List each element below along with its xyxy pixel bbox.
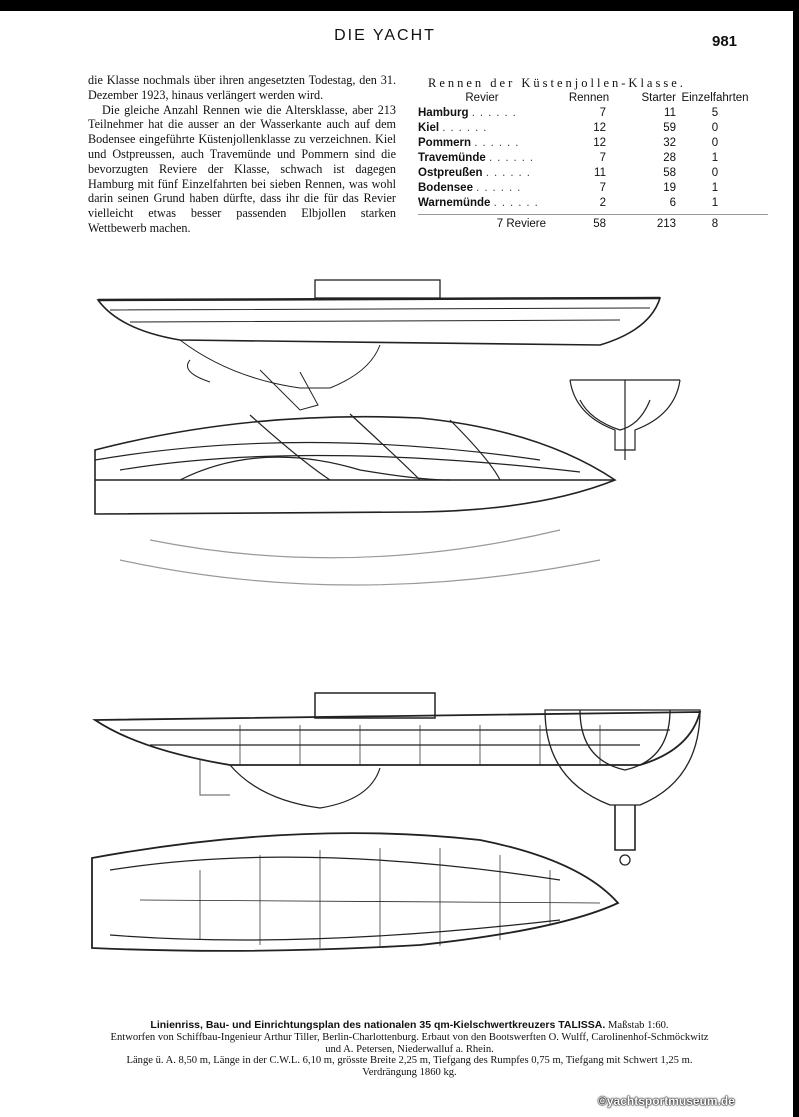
watermark: ©yachtsportmuseum.de — [598, 1094, 735, 1108]
cell-starter: 19 — [663, 182, 676, 194]
table-row: Hamburg ...... 7 11 5 — [418, 106, 768, 121]
cell-revier: Travemünde ...... — [418, 152, 539, 164]
sheer-profile-drawing — [96, 279, 662, 411]
scan-border-right — [793, 0, 799, 1117]
cell-einzelfahrten: 1 — [711, 152, 719, 164]
table-row: Warnemünde ...... 2 6 1 — [418, 196, 768, 211]
cell-starter: 59 — [663, 122, 676, 134]
cell-einzelfahrten: 1 — [711, 197, 719, 209]
header-cell: Revier — [465, 92, 499, 104]
table-total-row: 7 Reviere 58 213 8 — [418, 214, 768, 232]
caption-line: Länge ü. A. 8,50 m, Länge in der C.W.L. … — [126, 1055, 693, 1067]
cell-starter: 11 — [664, 107, 676, 119]
table-row: Travemünde ...... 7 28 1 — [418, 151, 768, 166]
cell-starter: 58 — [663, 167, 676, 179]
cell-einzelfahrten: 1 — [711, 182, 719, 194]
cell-rennen: 12 — [593, 137, 606, 149]
caption-scale: Maßstab 1:60. — [607, 1020, 669, 1031]
cell-revier: Ostpreußen ...... — [418, 167, 535, 179]
construction-plan — [91, 832, 620, 952]
header-cell: Starter — [641, 92, 676, 104]
cell-rennen: 7 — [599, 107, 606, 119]
figure-caption: Linienriss, Bau- und Einrichtungsplan de… — [20, 1019, 799, 1079]
table-row: Ostpreußen ...... 11 58 0 — [418, 166, 768, 181]
scan-border-top — [0, 0, 799, 11]
table-row: Bodensee ...... 7 19 1 — [418, 181, 768, 196]
paragraph: Die gleiche Anzahl Rennen wie die Alters… — [88, 102, 396, 235]
table-row: Pommern ...... 12 32 0 — [418, 136, 768, 151]
cell-revier: Bodensee ...... — [418, 182, 526, 194]
caption-title: Linienriss, Bau- und Einrichtungsplan de… — [150, 1019, 606, 1031]
cell-rennen: 7 — [599, 182, 606, 194]
header-cell: Rennen — [568, 92, 610, 104]
page-title: DIE YACHT — [334, 27, 436, 44]
caption-line: Verdrängung 1860 kg. — [362, 1067, 457, 1079]
paragraph: die Klasse nochmals über ihren angesetzt… — [88, 73, 396, 102]
cell-rennen: 7 — [599, 152, 606, 164]
cell: 213 — [656, 218, 676, 230]
body-plan-section — [569, 379, 681, 460]
cell-rennen: 12 — [593, 122, 606, 134]
cell-einzelfahrten: 5 — [711, 107, 719, 119]
header-cell: Einzelfahrten — [681, 92, 749, 104]
cell-einzelfahrten: 0 — [711, 167, 719, 179]
cell-einzelfahrten: 0 — [711, 137, 719, 149]
cell: 7 Reviere — [496, 218, 546, 230]
cell: 8 — [711, 218, 719, 230]
half-breadth-plan — [94, 413, 617, 586]
cell-revier: Kiel ...... — [418, 122, 492, 134]
table-row: Kiel ...... 12 59 0 — [418, 121, 768, 136]
cell-rennen: 2 — [599, 197, 606, 209]
cell-revier: Pommern ...... — [418, 137, 524, 149]
midship-section — [544, 709, 701, 866]
construction-profile — [92, 692, 702, 809]
caption-line: Entworfen von Schiffbau-Ingenieur Arthur… — [110, 1031, 709, 1043]
page-number: 981 — [712, 33, 738, 50]
table-header: Revier Rennen Starter Einzelfahrten — [418, 91, 768, 106]
cell-rennen: 11 — [594, 167, 606, 179]
cell-starter: 6 — [669, 197, 676, 209]
cell-revier: Warnemünde ...... — [418, 197, 543, 209]
cell-revier: Hamburg ...... — [418, 107, 521, 119]
article-text: die Klasse nochmals über ihren angesetzt… — [88, 73, 396, 236]
table-caption: Rennen der Küstenjollen-Klasse. — [428, 76, 686, 90]
cell-starter: 32 — [663, 137, 676, 149]
caption-line: und A. Petersen, Niederwalluf a. Rhein. — [325, 1043, 494, 1055]
cell: 58 — [593, 218, 606, 230]
cell-einzelfahrten: 0 — [711, 122, 719, 134]
cell-starter: 28 — [663, 152, 676, 164]
results-table: Rennen der Küstenjollen-Klasse. Revier R… — [418, 76, 768, 232]
